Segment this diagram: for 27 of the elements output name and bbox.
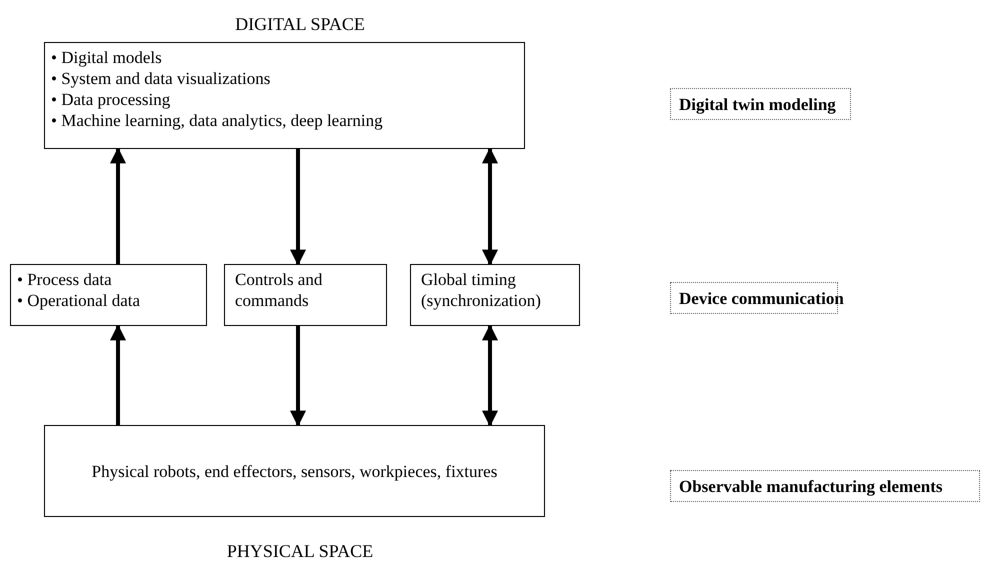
process-box: [44, 42, 525, 149]
process-box: [410, 264, 580, 326]
layer-label-box: [670, 470, 980, 502]
process-box: [10, 264, 207, 326]
process-box: [44, 425, 545, 517]
box-text: Physical robots, end effectors, sensors, workpieces, fixtures: [92, 460, 498, 482]
arrow: [482, 324, 498, 427]
bullet-item: • Operational data: [17, 290, 142, 311]
box-text: Controls and commands: [235, 269, 324, 311]
process-box: [224, 264, 387, 326]
arrow: [482, 147, 498, 266]
bullet-item: • System and data visualizations: [51, 68, 272, 89]
arrow: [110, 324, 126, 425]
space-heading: PHYSICAL SPACE: [226, 541, 374, 562]
arrow: [290, 326, 306, 427]
bullet-item: • Machine learning, data analytics, deep learning: [51, 110, 384, 131]
space-heading: DIGITAL SPACE: [235, 14, 365, 35]
bullet-item: • Digital models: [51, 47, 163, 68]
arrow: [110, 147, 126, 264]
bullet-item: • Process data: [17, 269, 113, 290]
layer-label-box: [670, 88, 851, 120]
layer-label: Digital twin modeling: [679, 94, 836, 114]
box-text: Global timing (synchronization): [421, 269, 542, 311]
layer-label: Device communication: [679, 288, 844, 308]
bullet-item: • Data processing: [51, 89, 172, 110]
layer-label: Observable manufacturing elements: [679, 476, 942, 496]
arrow: [290, 149, 306, 266]
